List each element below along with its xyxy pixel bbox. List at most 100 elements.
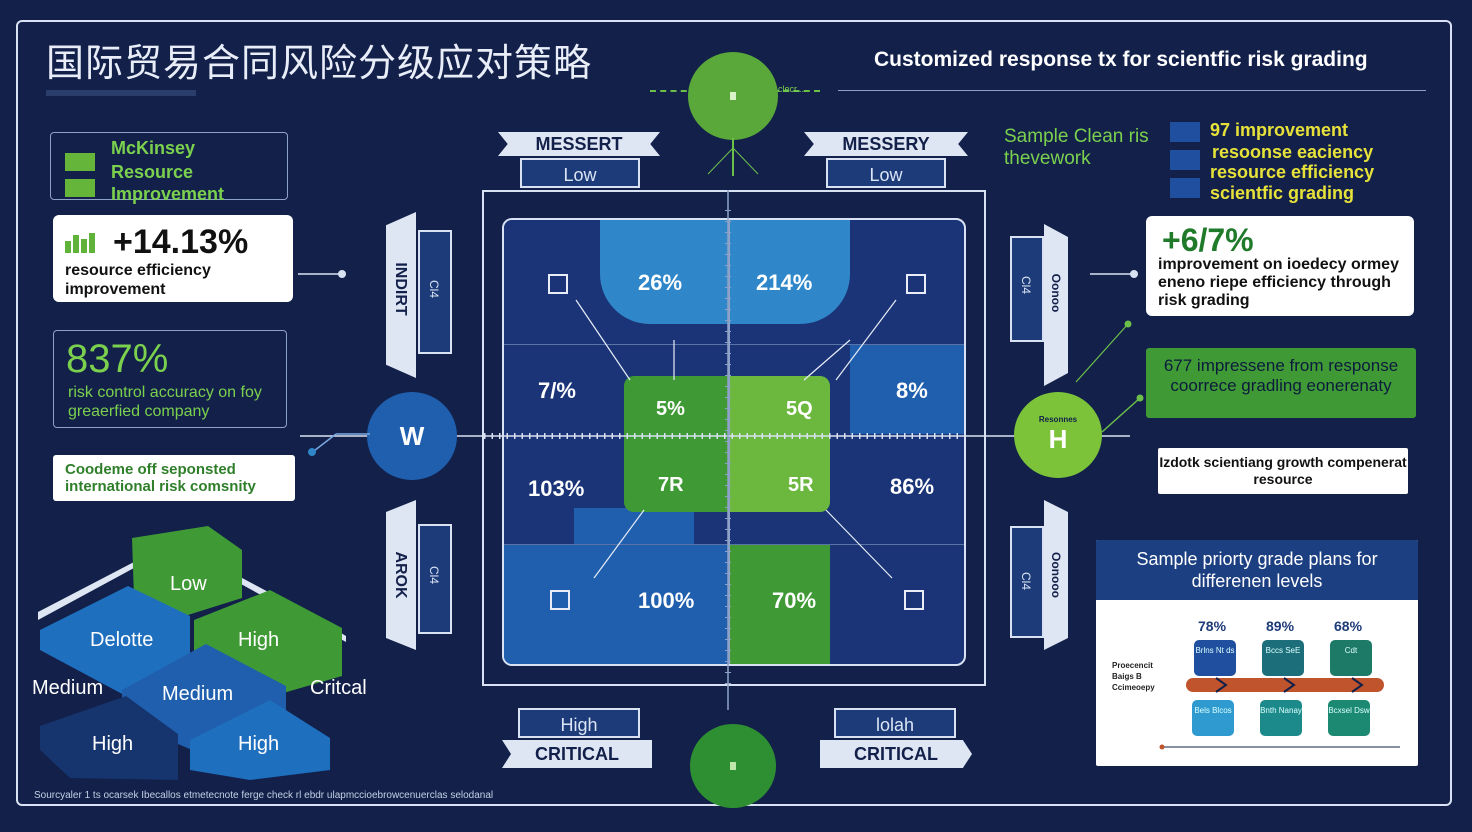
stat-label: improvement on ioedecy ormey eneno riepe… (1158, 256, 1399, 309)
risk-matrix-frame (482, 190, 986, 686)
matrix-cell-value: 214% (756, 270, 813, 295)
top-circle-lines (707, 138, 759, 176)
risk-matrix: 26% 214% 7/% 5% 5Q 8% 103% 7R 5R 86% 100… (502, 218, 966, 666)
circle-w: W (367, 392, 457, 480)
cell-blob (504, 544, 730, 664)
stat-value: +6/7% (1162, 222, 1254, 258)
right-legend-heading: Sample Clean ris thevework (1004, 126, 1149, 169)
cell-blob (730, 220, 850, 324)
hex-label: High (238, 629, 279, 651)
matrix-top-tag-right: Low (826, 158, 946, 188)
cell-blob (850, 344, 964, 434)
stat-label: Coodeme off seponsted international risk… (65, 461, 256, 495)
stat-label: risk control accuracy on foy greaerfied … (68, 384, 262, 420)
left-side-flag-bottom-text: AROK (392, 551, 409, 599)
hex-high-left (40, 696, 178, 780)
plan-arrow-band (1186, 677, 1384, 693)
matrix-checkbox[interactable] (550, 590, 570, 610)
right-side-tag-bottom (1010, 526, 1044, 638)
legend-swatch (65, 179, 95, 197)
left-side-tag-top-text: Cl4 (427, 279, 441, 298)
bar-chart-icon (65, 233, 97, 253)
stat-value: +14.13% (113, 223, 249, 261)
plan-box: Bccs SeE (1262, 640, 1304, 676)
matrix-bottom-tag-right: lolah (834, 708, 956, 738)
footer-source: Sourcyaler 1 ts ocarsek Ibecallos etmete… (34, 790, 494, 801)
legend-swatch (65, 153, 95, 171)
left-legend: McKinsey Resource Improvement (50, 132, 288, 204)
plan-baseline (1159, 744, 1400, 750)
header-rule (838, 90, 1426, 91)
hex-label: Low (170, 573, 207, 595)
matrix-bottom-flag-left: CRITICAL (502, 740, 652, 768)
hex-outside-label: Medium (32, 677, 103, 699)
plan-percent: 89% (1266, 618, 1295, 634)
vertical-axis-ruler (725, 190, 731, 710)
hex-label: Delotte (90, 629, 153, 651)
hex-high-bottom (190, 700, 330, 780)
connector-line (298, 270, 346, 278)
legend-item: resource efficiency (1210, 162, 1375, 182)
plan-box: Bnth Nanay (1260, 700, 1302, 736)
legend-item: scientfic grading (1210, 183, 1355, 203)
left-side-tag-top (418, 230, 452, 354)
right-side-flag-top (1044, 224, 1068, 386)
stat-card-accuracy: 837% risk control accuracy on foy greaer… (53, 330, 287, 428)
plan-box: Bcxsel Dsw (1328, 700, 1370, 736)
right-side-flag-bottom (1044, 500, 1068, 650)
top-green-circle (688, 52, 778, 140)
legend-item: Improvement (111, 184, 225, 204)
matrix-checkbox[interactable] (548, 274, 568, 294)
hex-label: Medium (162, 683, 233, 705)
stat-card-efficiency: +6/7% improvement on ioedecy ormey eneno… (1146, 216, 1414, 316)
plan-box: Cdt (1330, 640, 1372, 676)
matrix-arrows (575, 299, 897, 579)
left-side-tag-bottom (418, 524, 452, 634)
matrix-bottom-flag-right: CRITICAL (820, 740, 972, 768)
cell-blob (730, 376, 830, 512)
cell-blob (600, 220, 730, 324)
legend-swatch (1170, 122, 1200, 142)
matrix-cell-value: 103% (528, 476, 585, 501)
plan-percent: 78% (1198, 618, 1227, 634)
hex-label: High (238, 733, 279, 755)
matrix-cell-value: 7/% (538, 378, 576, 403)
hex-low (132, 526, 242, 620)
left-side-flag-bottom (386, 500, 416, 650)
stat-value: 837% (66, 337, 169, 381)
stat-card-impressions: 677 impressene from response coorrece gr… (1146, 348, 1416, 418)
circle-dot-icon (730, 762, 736, 770)
connector-line (1075, 320, 1132, 383)
matrix-cell-value: 86% (890, 474, 935, 499)
cell-blob (624, 376, 730, 512)
matrix-bottom-tag-left: High (518, 708, 640, 738)
stat-card-growth: Izdotk scientiang growth compenerat reso… (1158, 448, 1408, 494)
circle-w-connector (308, 433, 370, 456)
matrix-checkbox[interactable] (904, 590, 924, 610)
stat-label: resource efficiency improvement (65, 262, 211, 298)
legend-swatch (1170, 150, 1200, 170)
circle-h-connector (1101, 394, 1144, 433)
plan-box: Brlns Nt ds (1194, 640, 1236, 676)
title-underline (46, 90, 196, 96)
plan-panel-title: Sample priorty grade plans for differene… (1096, 540, 1418, 600)
hex-outside-label: Critcal (310, 677, 367, 699)
bottom-green-circle (690, 724, 776, 808)
matrix-cell-value: 100% (638, 588, 695, 613)
right-side-tag-top-text: Cl4 (1019, 275, 1033, 294)
plan-percent: 68% (1334, 618, 1363, 634)
top-dots-text: clecr... (778, 84, 805, 94)
plan-box: Bels Blcos (1192, 700, 1234, 736)
circle-h-label: H (1048, 424, 1068, 454)
left-side-tag-bottom-text: Cl4 (427, 565, 441, 584)
stat-card-resource: +14.13% resource efficiency improvement (53, 215, 293, 302)
legend-item: Resource (111, 162, 194, 182)
stat-card-community: Coodeme off seponsted international risk… (53, 455, 295, 501)
right-side-tag-top (1010, 236, 1044, 342)
right-side-flag-bottom-text: Oonooo (1049, 552, 1063, 598)
matrix-checkbox[interactable] (906, 274, 926, 294)
matrix-cell-value: 5R (788, 474, 814, 496)
circle-h: Resonnes H (1014, 392, 1102, 478)
matrix-cell-value: 7R (658, 474, 684, 496)
legend-item: McKinsey (111, 138, 196, 158)
